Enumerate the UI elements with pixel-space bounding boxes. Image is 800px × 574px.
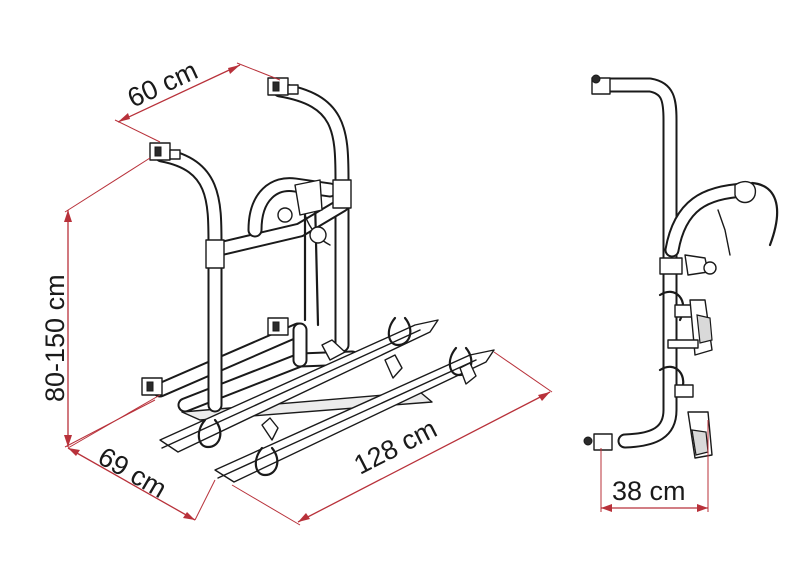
dimension-height: 80-150 cm [40, 274, 70, 402]
dimension-lines [64, 62, 709, 526]
wheel-holder [261, 339, 477, 441]
dimension-side-depth: 38 cm [612, 476, 686, 506]
lower-left-bracket [141, 377, 163, 396]
lower-frame [152, 322, 433, 421]
wheel-rail-rear [159, 316, 439, 453]
perspective-view [141, 77, 495, 483]
right-upright [272, 82, 350, 353]
upright-clamp [205, 239, 225, 269]
side-holder-arm [659, 180, 779, 276]
dimension-depth: 69 cm [93, 441, 172, 504]
top-right-bracket [267, 77, 299, 96]
dimension-width-top: 60 cm [123, 55, 202, 113]
wheel-rail-front [214, 346, 495, 483]
top-left-bracket [149, 142, 181, 161]
lower-right-bracket [267, 317, 289, 336]
upright-clamp [332, 179, 352, 209]
side-rail-assembly [658, 290, 713, 459]
side-view [583, 74, 779, 459]
side-bottom-bracket [583, 433, 613, 451]
bike-holder-arm [277, 179, 331, 246]
side-top-bracket [591, 74, 611, 95]
dimension-length: 128 cm [349, 413, 442, 480]
